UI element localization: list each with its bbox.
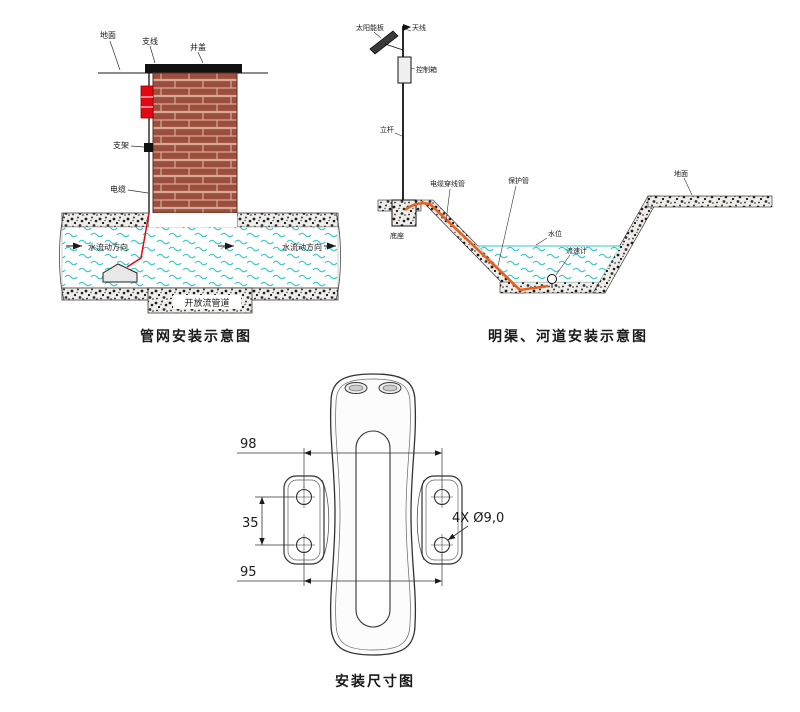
cable-label: 电缆 <box>110 184 126 194</box>
leader-line <box>130 145 145 148</box>
pipe-top-wall-left <box>61 212 150 228</box>
leader-line <box>535 237 548 246</box>
leader-line <box>149 45 156 64</box>
protection-pipe-label: 保护管 <box>508 176 529 185</box>
leader-line <box>445 188 451 222</box>
pipe-end-right <box>335 212 341 301</box>
water-level-label: 水位 <box>548 229 562 238</box>
leader-line <box>683 177 693 196</box>
label-backdrop <box>173 295 241 309</box>
sensor-unit <box>140 85 154 119</box>
dimension-diagram-caption: 安装尺寸图 <box>335 673 415 690</box>
flow-meter <box>547 274 557 284</box>
bracket-label: 支架 <box>113 140 129 150</box>
flow-meter-label: 流速计 <box>566 246 587 255</box>
manhole-cover <box>145 64 242 73</box>
leader-line <box>410 67 416 70</box>
flow-direction-label: 水流动方向 <box>282 242 322 252</box>
ground-label: 地面 <box>100 30 116 40</box>
center-slot <box>355 430 391 628</box>
sensor-lead <box>126 212 150 268</box>
leader-line <box>127 189 149 194</box>
cable-conduit-label: 电缆穿线管 <box>430 179 465 188</box>
branch-line-label: 支线 <box>142 36 158 46</box>
open-flow-pipe-label: 开放流管道 <box>184 297 229 309</box>
flow-direction-label: 水流动方向 <box>88 242 128 252</box>
pipe-top-wall-right <box>236 212 339 228</box>
brick-wall <box>152 72 238 214</box>
leader-line <box>373 31 382 39</box>
ground-band-right <box>647 195 773 208</box>
control-box-label: 控制箱 <box>416 65 437 74</box>
dim-98-value: 98 <box>240 437 257 452</box>
channel-diagram-caption: 明渠、河道安装示意图 <box>488 328 648 345</box>
pipe-install-diagram: 水流动方向 水流动方向 开放流管道 地面 支线 井盖 支架 电缆 管网安装示意图 <box>59 30 341 345</box>
pipe-end-left <box>59 212 65 301</box>
device-body-inner-line <box>335 378 411 651</box>
top-port-left-inner <box>348 384 364 392</box>
manhole-cover-label: 井盖 <box>190 42 206 52</box>
flow-probe <box>102 263 138 283</box>
solar-panel <box>369 30 399 55</box>
dimension-diagram: 98 35 95 4X Ø9,0 安装尺寸图 <box>237 373 504 690</box>
top-port-right-inner <box>382 384 398 392</box>
antenna-label: 天线 <box>412 23 426 32</box>
channel-install-diagram: 太阳能板 天线 控制箱 立杆 底座 电缆穿线管 保护管 地面 水位 流速计 明渠… <box>356 23 773 345</box>
leader-line <box>555 254 571 276</box>
shaft-opening <box>149 213 237 227</box>
pole-label: 立杆 <box>380 125 394 134</box>
base-label: 底座 <box>390 231 404 240</box>
ground-label-right: 地面 <box>674 169 688 178</box>
leader-line <box>404 28 412 32</box>
leader-line <box>394 132 403 137</box>
dim-95-value: 95 <box>240 565 257 580</box>
conduit-line <box>404 201 549 292</box>
dim-35-value: 35 <box>242 516 259 531</box>
pipe-diagram-caption: 管网安装示意图 <box>140 328 252 345</box>
panel-strut <box>384 43 404 51</box>
solar-panel-label: 太阳能板 <box>356 23 384 32</box>
callout-leader <box>447 525 469 541</box>
bank-right <box>592 195 661 294</box>
leader-line <box>497 185 517 267</box>
mount-holes <box>293 486 453 556</box>
control-box <box>397 56 412 84</box>
leader-line <box>197 51 204 64</box>
leader-line <box>109 40 121 71</box>
bracket-clamp <box>144 143 153 152</box>
hole-callout: 4X Ø9,0 <box>452 511 504 526</box>
